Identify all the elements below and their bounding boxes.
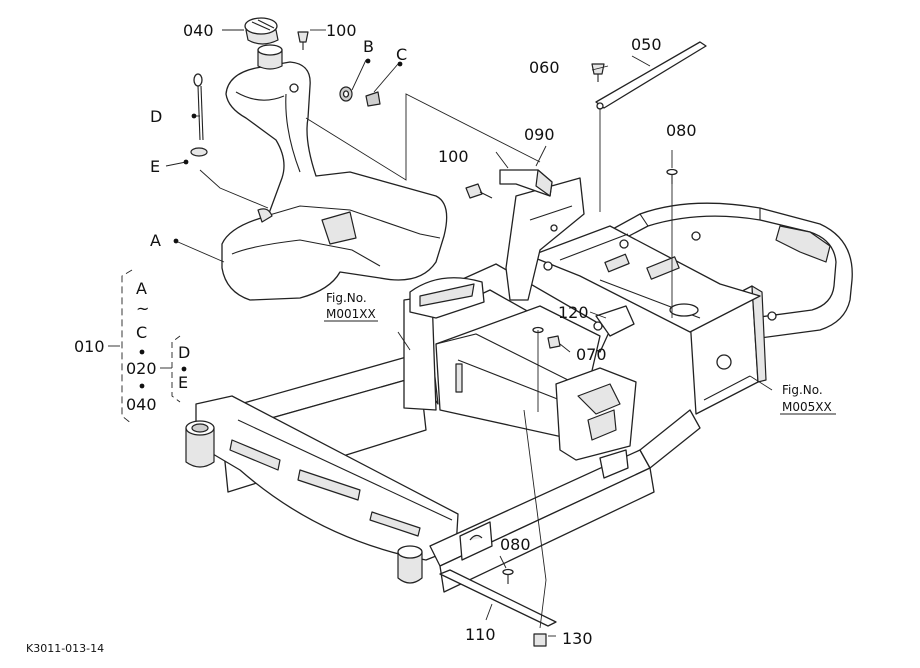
bolt-100-mid <box>465 183 493 199</box>
fig-ref-m005: Fig.No. M005XX <box>780 383 836 415</box>
label-060: 060 <box>529 58 560 77</box>
label-ref-b: B <box>363 37 374 56</box>
label-130: 130 <box>562 629 593 648</box>
drawing-code: K3011-013-14 <box>26 642 104 655</box>
bracket-120 <box>595 305 635 337</box>
strap-050 <box>595 41 707 110</box>
assembly-group-010: 010 A ~ C 020 040 D E <box>74 269 190 425</box>
bolt-080-top <box>666 168 678 184</box>
bolt-080-bottom <box>502 568 514 584</box>
fig-ref-left-line2: M001XX <box>326 307 376 321</box>
main-frame <box>185 177 853 593</box>
group-a: A <box>136 279 147 298</box>
group-e: E <box>178 373 188 392</box>
bracket-090 <box>499 169 553 197</box>
fig-ref-right-line2: M005XX <box>782 400 832 414</box>
group-d: D <box>178 343 190 362</box>
label-ref-c: C <box>396 45 407 64</box>
label-110: 110 <box>465 625 496 644</box>
group-040: 040 <box>126 395 157 414</box>
label-080-bottom: 080 <box>500 535 531 554</box>
label-100-mid: 100 <box>438 147 469 166</box>
label-070: 070 <box>576 345 607 364</box>
fig-ref-left-line1: Fig.No. <box>326 291 367 305</box>
group-c: C <box>136 323 147 342</box>
fuel-gauge-rod <box>190 73 208 157</box>
label-100-top: 100 <box>326 21 357 40</box>
group-label-010: 010 <box>74 337 105 356</box>
fuel-tank <box>221 44 448 301</box>
nut-130 <box>533 633 547 647</box>
fuel-cap <box>244 17 279 45</box>
label-040: 040 <box>183 21 214 40</box>
bolt-060 <box>591 63 605 82</box>
callout-labels: 040 100 B C 060 050 D E 090 100 080 A 12… <box>150 21 697 648</box>
label-ref-d: D <box>150 107 162 126</box>
fig-ref-m001: Fig.No. M001XX <box>324 291 378 322</box>
label-120: 120 <box>558 303 589 322</box>
label-ref-a: A <box>150 231 161 250</box>
group-020: 020 <box>126 359 157 378</box>
label-050: 050 <box>631 35 662 54</box>
group-tilde: ~ <box>136 299 149 318</box>
leader-lines <box>165 29 773 637</box>
plate-110 <box>439 569 557 627</box>
bolt-100-top <box>297 31 309 50</box>
label-ref-e: E <box>150 157 160 176</box>
fig-ref-right-line1: Fig.No. <box>782 383 823 397</box>
fitting-c <box>365 91 381 107</box>
label-080-top: 080 <box>666 121 697 140</box>
label-090: 090 <box>524 125 555 144</box>
nut-070 <box>547 335 561 349</box>
